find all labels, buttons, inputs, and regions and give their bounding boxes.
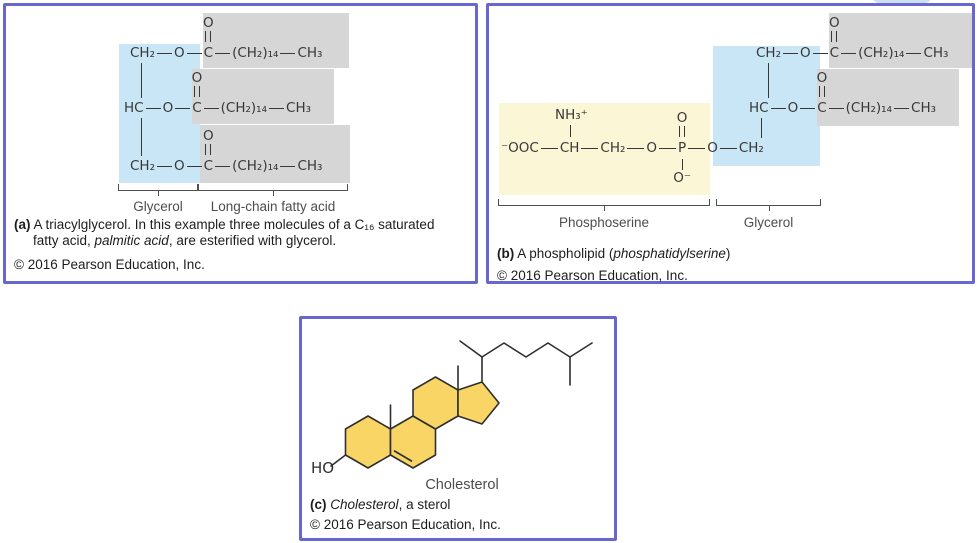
panel-b-label: (b) <box>497 246 515 261</box>
isooctyl-chain <box>481 342 593 358</box>
fatty-acid-highlight-box-2 <box>817 69 959 126</box>
glycerol-highlight-box <box>119 44 200 183</box>
glycerol-c2-c3-bond <box>761 118 762 138</box>
glycerol-bracket-label: Glycerol <box>743 215 794 230</box>
steroid-ring-d <box>457 381 500 425</box>
c21-methyl-bond <box>459 340 483 358</box>
glycerol-c1-c2-bond <box>141 63 142 98</box>
hydroxyl-bond <box>330 454 347 467</box>
steroid-ring-a <box>344 415 392 469</box>
phosphoserine-highlight-box <box>499 103 710 195</box>
panel-a-caption-line2: fatty acid, palmitic acid, are esterifie… <box>33 233 337 248</box>
panel-b-caption: (b) A phospholipid (phosphatidylserine) <box>497 246 731 261</box>
fatty-acid-highlight-box-3 <box>200 125 350 183</box>
fatty-acid-highlight-box-2 <box>192 69 334 124</box>
glycerol-bracket <box>716 199 821 211</box>
fatty-acid-highlight-box-1 <box>829 13 972 68</box>
glycerol-c1-c2-bond <box>768 63 769 98</box>
panel-a-copyright: © 2016 Pearson Education, Inc. <box>14 257 205 272</box>
hydroxyl-label: HO <box>311 459 334 477</box>
panel-cholesterol: HO Cholesterol (c) Cholesterol, a sterol… <box>299 316 617 541</box>
panel-c-caption: (c) Cholesterol, a sterol <box>310 497 451 512</box>
glycerol-bracket <box>118 184 198 196</box>
glycerol-c2-c3-bond <box>141 118 142 156</box>
panel-a-caption-line1: (a) A triacylglycerol. In this example t… <box>14 217 435 232</box>
fatty-acid-bracket-label: Long-chain fatty acid <box>210 199 336 214</box>
panel-a-label: (a) <box>14 217 31 232</box>
glycerol-bracket-label: Glycerol <box>133 199 183 214</box>
fatty-acid-highlight-box-1 <box>203 13 349 68</box>
glycerol-highlight-box <box>713 46 820 166</box>
panel-b-copyright: © 2016 Pearson Education, Inc. <box>497 268 688 283</box>
fatty-acid-bracket <box>198 184 348 196</box>
ring-b-double-bond <box>393 450 413 462</box>
phosphoserine-bracket <box>498 199 710 211</box>
phosphoserine-bracket-label: Phosphoserine <box>558 215 650 230</box>
panel-c-label: (c) <box>310 497 327 512</box>
panel-c-copyright: © 2016 Pearson Education, Inc. <box>310 517 501 532</box>
cholesterol-name-label: Cholesterol <box>425 477 499 493</box>
cholesterol-structure: HO <box>311 340 593 477</box>
serine-n-c-bond <box>570 125 571 137</box>
amine-group-label: NH₃⁺ <box>555 107 588 123</box>
